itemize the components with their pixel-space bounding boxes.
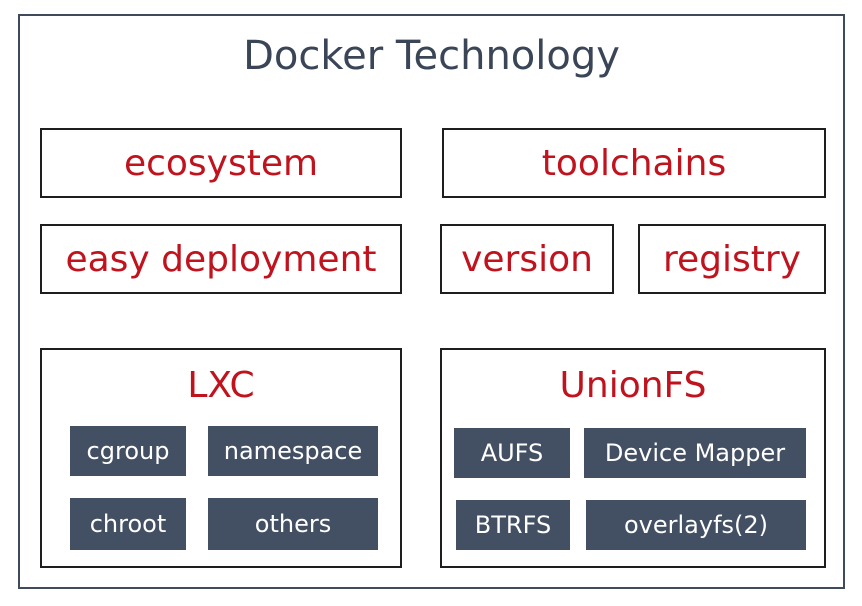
lxc-chip-cgroup: cgroup xyxy=(70,426,186,476)
unionfs-chip-btrfs: BTRFS xyxy=(456,500,570,550)
registry-box: registry xyxy=(638,224,826,294)
lxc-chip-others: others xyxy=(208,498,378,550)
diagram-frame xyxy=(18,14,845,589)
unionfs-group-title: UnionFS xyxy=(559,365,707,406)
version-box: version xyxy=(440,224,614,294)
lxc-group: LXC cgroup namespace chroot others xyxy=(40,348,402,568)
unionfs-chip-device-mapper: Device Mapper xyxy=(584,428,806,478)
diagram-title: Docker Technology xyxy=(243,33,620,79)
unionfs-group: UnionFS AUFS Device Mapper BTRFS overlay… xyxy=(440,348,826,568)
lxc-group-title: LXC xyxy=(187,365,255,406)
toolchains-box: toolchains xyxy=(442,128,826,198)
unionfs-chip-overlayfs: overlayfs(2) xyxy=(586,500,806,550)
lxc-chip-namespace: namespace xyxy=(208,426,378,476)
easy-deployment-box: easy deployment xyxy=(40,224,402,294)
unionfs-chip-aufs: AUFS xyxy=(454,428,570,478)
lxc-chip-chroot: chroot xyxy=(70,498,186,550)
ecosystem-box: ecosystem xyxy=(40,128,402,198)
